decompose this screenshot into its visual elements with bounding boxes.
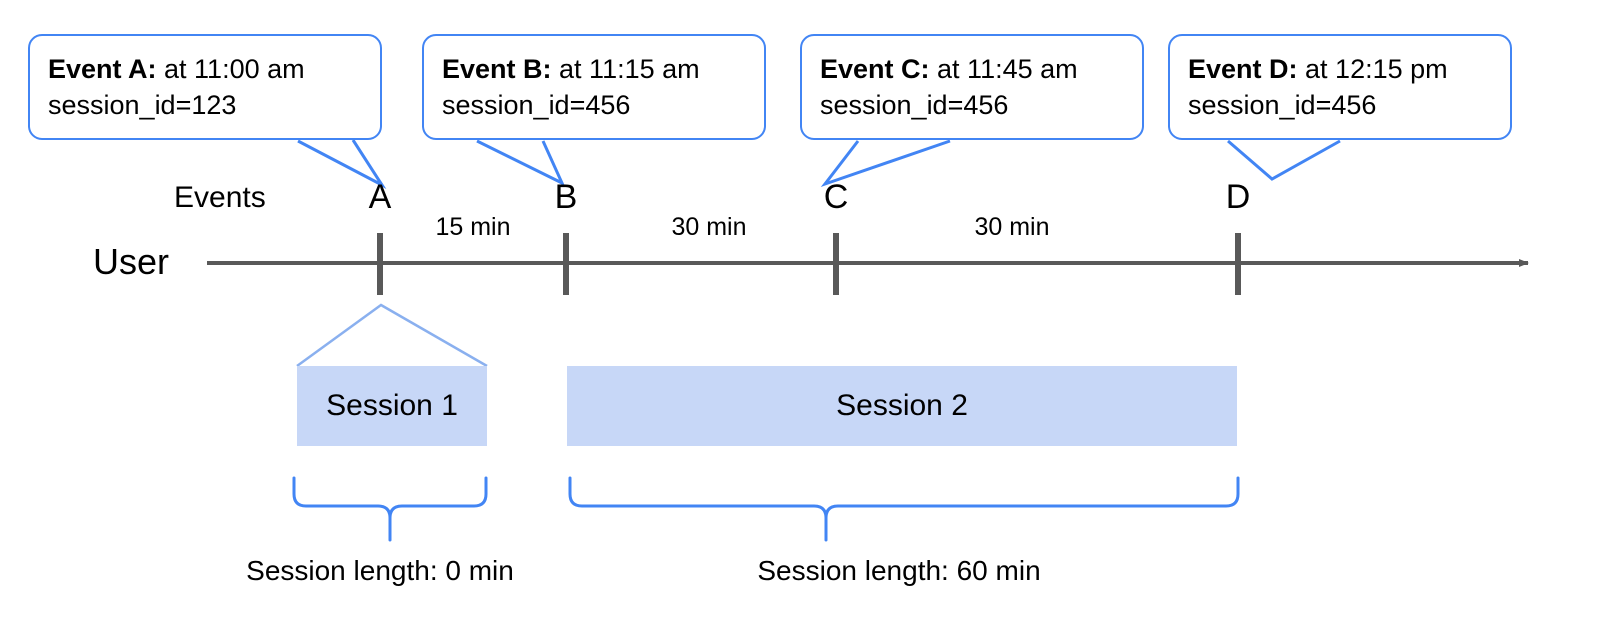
session-2-length-label: Session length: 60 min [757, 555, 1041, 586]
user-row-label: User [93, 241, 170, 282]
callout-tail-a [297, 139, 387, 189]
interval-label-c-d: 30 min [974, 213, 1050, 241]
callout-event-a-title: Event A: [48, 54, 157, 84]
callout-event-d-session: session_id=456 [1188, 89, 1377, 120]
callout-event-b-title: Event B: [442, 54, 552, 84]
callout-event-b-line1: Event B: at 11:15 am [442, 52, 746, 88]
session-1-brace [292, 476, 488, 542]
callout-event-d-line1: Event D: at 12:15 pm [1188, 52, 1492, 88]
event-letter-a: A [368, 178, 392, 216]
callout-event-a-session: session_id=123 [48, 89, 237, 120]
callout-event-a-time: at 11:00 am [156, 54, 305, 84]
callout-event-b: Event B: at 11:15 am session_id=456 [422, 34, 766, 140]
callout-event-c-line1: Event C: at 11:45 am [820, 52, 1124, 88]
callout-event-d-time: at 12:15 pm [1297, 54, 1448, 84]
events-row-label: Events [174, 181, 266, 214]
callout-event-b-time: at 11:15 am [551, 54, 700, 84]
interval-label-b-c: 30 min [671, 213, 747, 241]
event-letter-b: B [554, 178, 578, 216]
session-1-connector [296, 303, 488, 368]
callout-event-c-time: at 11:45 am [929, 54, 1078, 84]
event-letter-d: D [1225, 178, 1251, 216]
callout-event-c-session: session_id=456 [820, 89, 1009, 120]
callout-tail-b [476, 139, 566, 187]
session-1-length-label: Session length: 0 min [246, 555, 514, 586]
callout-event-d: Event D: at 12:15 pm session_id=456 [1168, 34, 1512, 140]
callout-event-c: Event C: at 11:45 am session_id=456 [800, 34, 1144, 140]
callout-tail-c [820, 139, 951, 188]
callout-event-a: Event A: at 11:00 am session_id=123 [28, 34, 382, 140]
callout-event-d-title: Event D: [1188, 54, 1298, 84]
interval-label-a-b: 15 min [435, 213, 511, 241]
callout-event-c-title: Event C: [820, 54, 930, 84]
event-letter-c: C [823, 178, 849, 216]
callout-event-a-line1: Event A: at 11:00 am [48, 52, 362, 88]
session-box-2: Session 2 [567, 366, 1237, 446]
session-2-brace [568, 476, 1240, 542]
session-box-1: Session 1 [297, 366, 487, 446]
callout-tail-d [1227, 139, 1341, 181]
callout-event-b-session: session_id=456 [442, 89, 631, 120]
